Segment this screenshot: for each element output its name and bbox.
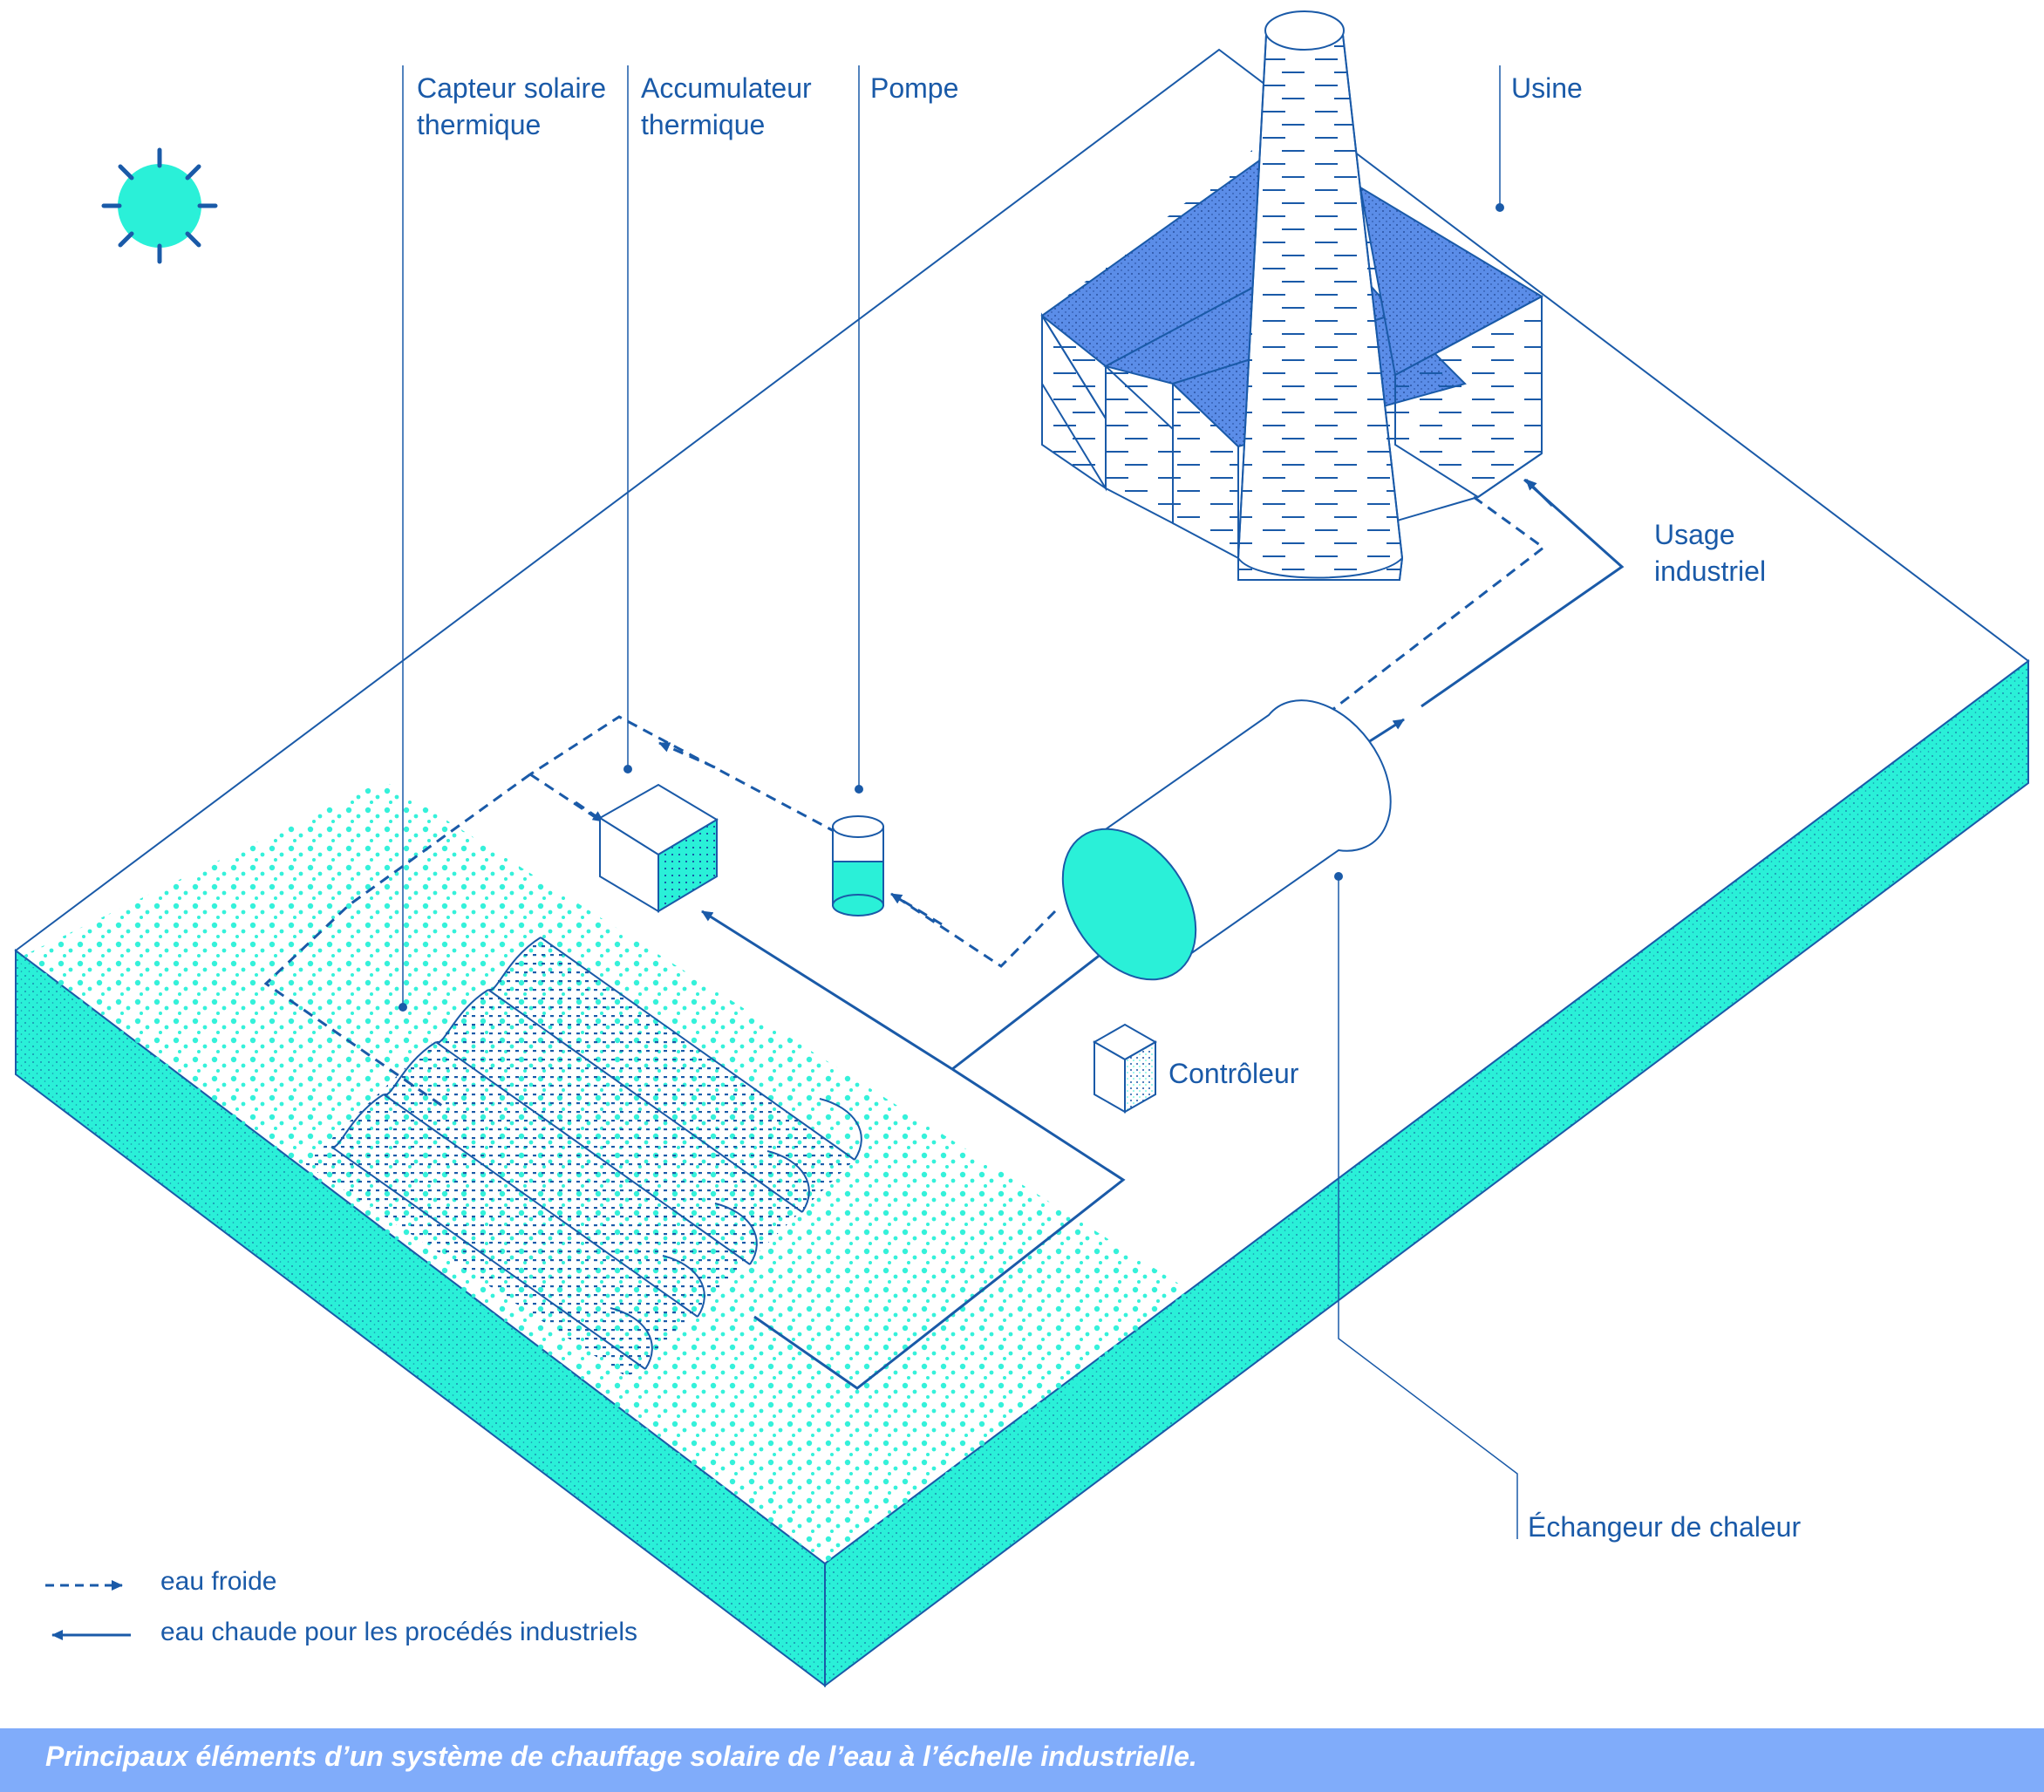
cold-to-pump-line <box>897 896 1057 968</box>
hot-to-factory-line <box>1421 478 1625 708</box>
heat-exchanger <box>1061 699 1392 981</box>
hot-to-factory-arrow <box>1524 478 1554 508</box>
solar-collector-troughs <box>305 937 862 1378</box>
cold-top-arrow <box>658 741 716 769</box>
label-industrial-use: Usage industriel <box>1654 519 1767 587</box>
leader-lines <box>402 65 1518 1539</box>
label-heat-exchanger: Échangeur de chaleur <box>1528 1511 1802 1543</box>
leader-dots <box>399 203 1504 1012</box>
cold-accumulator-arrow <box>575 801 604 823</box>
hot-to-accumulator-arrow <box>701 910 953 1071</box>
label-controller: Contrôleur <box>1168 1058 1299 1089</box>
legend-markers <box>45 1580 131 1640</box>
cold-to-collectors-line <box>263 773 531 1109</box>
cold-from-factory-line <box>1325 495 1546 717</box>
pump <box>832 815 884 916</box>
chimney-top <box>1264 10 1345 51</box>
leader-heat-exchanger <box>1338 876 1518 1539</box>
cold-water-pipes <box>263 495 1546 1109</box>
cold-to-pump-arrow <box>890 892 943 926</box>
hot-return-line <box>753 1067 1126 1390</box>
label-pump: Pompe <box>870 72 959 104</box>
cold-pump-to-accumulator <box>529 715 838 835</box>
factory <box>1040 10 1544 581</box>
caption-text: Principaux éléments d’un système de chau… <box>45 1741 1197 1772</box>
label-accumulator: Accumulateur thermique <box>641 72 812 140</box>
legend-cold-water: eau froide <box>160 1567 277 1596</box>
controller <box>1092 1023 1158 1114</box>
heat-exchanger-end-cap <box>1061 828 1197 981</box>
label-solar-collector: Capteur solaire thermique <box>417 72 606 140</box>
sun-icon <box>101 147 218 264</box>
caption-bar: Principaux éléments d’un système de chau… <box>0 1728 2044 1792</box>
legend-hot-water: eau chaude pour les procédés industriels <box>160 1618 638 1646</box>
thermal-accumulator <box>598 783 719 913</box>
label-factory: Usine <box>1511 72 1583 104</box>
